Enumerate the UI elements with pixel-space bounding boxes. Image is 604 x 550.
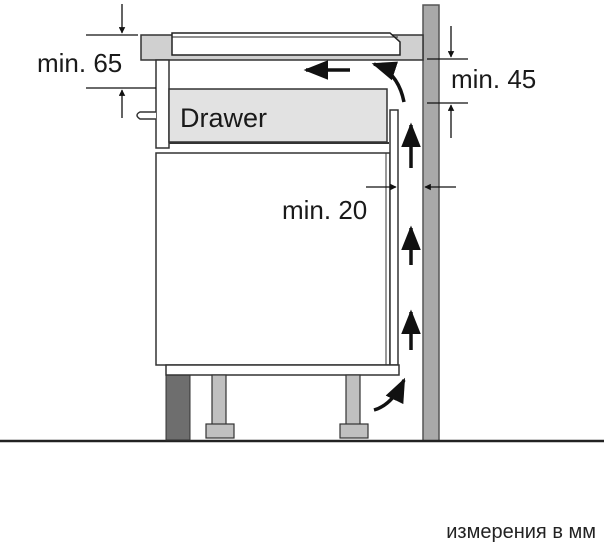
dim-min45 <box>427 26 468 138</box>
dim-min65 <box>86 4 156 118</box>
cabinet-body <box>155 152 391 366</box>
label-min-20: min. 20 <box>282 195 368 225</box>
plinth <box>165 373 191 441</box>
airflow-bottom-arrow <box>373 377 406 412</box>
label-min-65: min. 65 <box>37 48 123 78</box>
hob <box>171 32 401 56</box>
front-leg <box>211 374 227 426</box>
cabinet-rear-panel <box>389 109 399 366</box>
units-caption: измерения в мм <box>446 521 596 543</box>
label-min-45: min. 45 <box>451 64 537 94</box>
cabinet-legs <box>205 374 369 439</box>
rear-leg <box>345 374 361 426</box>
airflow-arrows <box>303 60 421 412</box>
knob-icon <box>136 111 156 120</box>
airflow-top-curve-arrow <box>371 61 406 103</box>
cabinet-base <box>165 364 400 376</box>
label-drawer: Drawer <box>180 103 268 133</box>
back-wall <box>422 4 440 442</box>
front-leg-foot <box>205 423 235 439</box>
rear-leg-foot <box>339 423 369 439</box>
cabinet-front-strip <box>155 59 170 149</box>
